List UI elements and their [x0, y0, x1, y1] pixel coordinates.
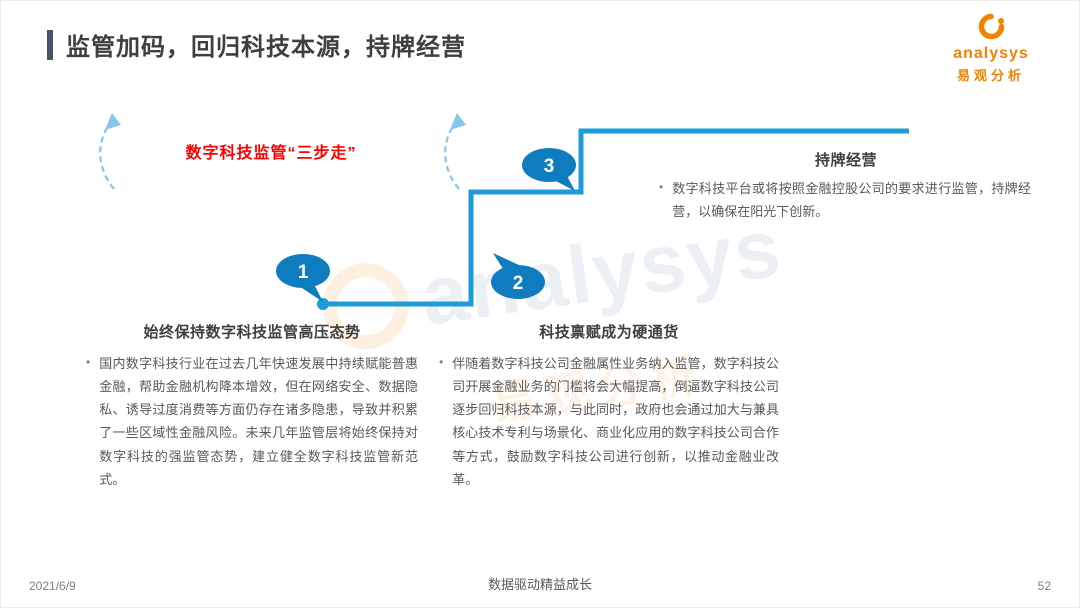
- step-2-marker: 2: [491, 253, 545, 299]
- dashed-arrow-right-icon: [444, 113, 466, 190]
- step-2-block: 科技禀赋成为硬通货 • 伴随着数字科技公司金融属性业务纳入监管，数字科技公司开展…: [439, 321, 779, 491]
- step-2-number: 2: [513, 273, 524, 294]
- diagram-label: 数字科技监管“三步走”: [185, 145, 357, 162]
- step-3-marker: 3: [522, 148, 576, 191]
- dashed-arrow-left-icon: [99, 113, 121, 190]
- bullet-icon: •: [86, 355, 91, 369]
- logo-brand-cn: 易观分析: [956, 67, 1025, 83]
- step-2-body: 伴随着数字科技公司金融属性业务纳入监管，数字科技公司开展金融业务的门槛将会大幅提…: [452, 356, 779, 487]
- logo-brand-text: analysys: [953, 45, 1029, 62]
- logo-swirl-icon: [978, 13, 1005, 40]
- page-number: 52: [1037, 579, 1051, 593]
- page-title: 监管加码，回归科技本源，持牌经营: [66, 34, 466, 61]
- step-1-title: 始终保持数字科技监管高压态势: [143, 324, 361, 341]
- footer-date: 2021/6/9: [29, 579, 76, 593]
- analysys-logo: analysys 易观分析: [939, 13, 1043, 84]
- bullet-icon: •: [439, 355, 444, 369]
- step-2-title: 科技禀赋成为硬通货: [539, 324, 679, 341]
- step-1-block: 始终保持数字科技监管高压态势 • 国内数字科技行业在过去几年快速发展中持续赋能普…: [86, 321, 418, 491]
- step-3-number: 3: [544, 156, 555, 177]
- step-1-body: 国内数字科技行业在过去几年快速发展中持续赋能普惠金融，帮助金融机构降本增效，但在…: [99, 356, 418, 487]
- step-3-title: 持牌经营: [814, 152, 877, 169]
- step-1-number: 1: [298, 262, 309, 283]
- header: 监管加码，回归科技本源，持牌经营: [47, 27, 466, 62]
- step-3-body: 数字科技平台或将按照金融控股公司的要求进行监管，持牌经营，以确保在阳光下创新。: [672, 181, 1031, 220]
- step-1-marker: 1: [276, 254, 330, 302]
- step-line-start-dot: [317, 298, 329, 310]
- bullet-icon: •: [659, 180, 664, 194]
- title-accent-bar: [47, 29, 53, 60]
- step-3-block: • 数字科技平台或将按照金融控股公司的要求进行监管，持牌经营，以确保在阳光下创新…: [659, 177, 1031, 223]
- footer-slogan: 数据驱动精益成长: [487, 577, 592, 592]
